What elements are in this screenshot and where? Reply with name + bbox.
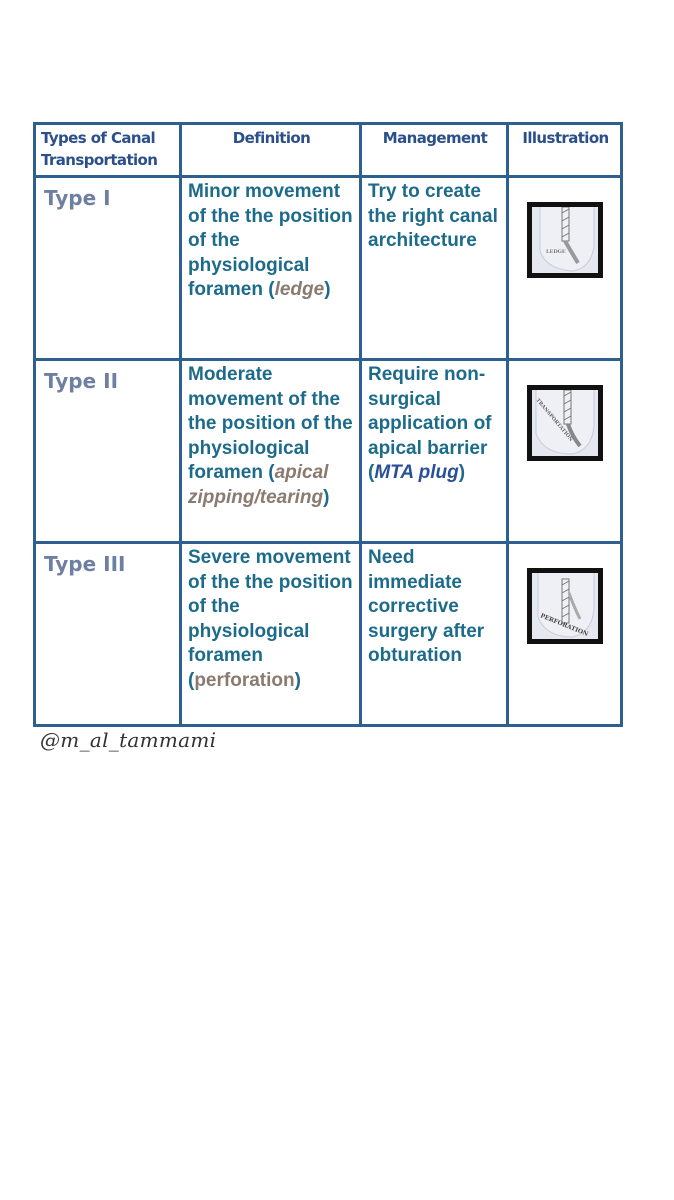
definition-end: ) xyxy=(294,669,301,691)
definition-end: ) xyxy=(324,279,331,301)
watermark: @m_al_tammami xyxy=(40,728,217,752)
type-cell: Type I xyxy=(33,175,182,361)
definition-cell: Severe movement of the the position of t… xyxy=(179,541,362,727)
definition-text: Severe movement of the the position of t… xyxy=(188,547,353,691)
type-cell: Type III xyxy=(33,541,182,727)
definition-text: Minor movement of the the position of th… xyxy=(188,181,353,301)
ledge-illustration: LEDGE xyxy=(526,202,603,278)
table-row: Type I Minor movement of the the positio… xyxy=(33,175,623,361)
header-management: Management xyxy=(359,122,509,178)
management-cell: Require non-surgical application of apic… xyxy=(359,358,509,544)
table-row: Type II Moderate movement of the the pos… xyxy=(33,358,623,544)
ledge-label: LEDGE xyxy=(546,249,566,255)
management-text: Require non-surgical application of apic… xyxy=(368,364,492,484)
definition-cell: Moderate movement of the the position of… xyxy=(179,358,362,544)
definition-cell: Minor movement of the the position of th… xyxy=(179,175,362,361)
management-cell: Try to create the right canal architectu… xyxy=(359,175,509,361)
illustration-cell: TRANSPORTATION xyxy=(506,358,623,544)
definition-accent: apical zipping/tearing xyxy=(188,462,329,508)
header-definition: Definition xyxy=(179,122,362,178)
illustration-cell: LEDGE xyxy=(506,175,623,361)
definition-end: ) xyxy=(323,486,330,508)
definition-accent: ledge xyxy=(274,279,325,301)
management-cell: Need immediate corrective surgery after … xyxy=(359,541,509,727)
management-end: ) xyxy=(458,462,466,484)
definition-accent: perforation xyxy=(194,669,295,691)
definition-text: Moderate movement of the the position of… xyxy=(188,364,353,484)
header-types-line2: Transportation xyxy=(41,151,158,169)
table-row: Type III Severe movement of the the posi… xyxy=(33,541,623,727)
type-cell: Type II xyxy=(33,358,182,544)
header-illustration: Illustration xyxy=(506,122,623,178)
management-accent: MTA plug xyxy=(374,462,459,484)
perforation-illustration: PERFORATION xyxy=(526,568,603,644)
transportation-illustration: TRANSPORTATION xyxy=(526,385,603,461)
illustration-cell: PERFORATION xyxy=(506,541,623,727)
header-types-line1: Types of Canal xyxy=(41,129,156,147)
